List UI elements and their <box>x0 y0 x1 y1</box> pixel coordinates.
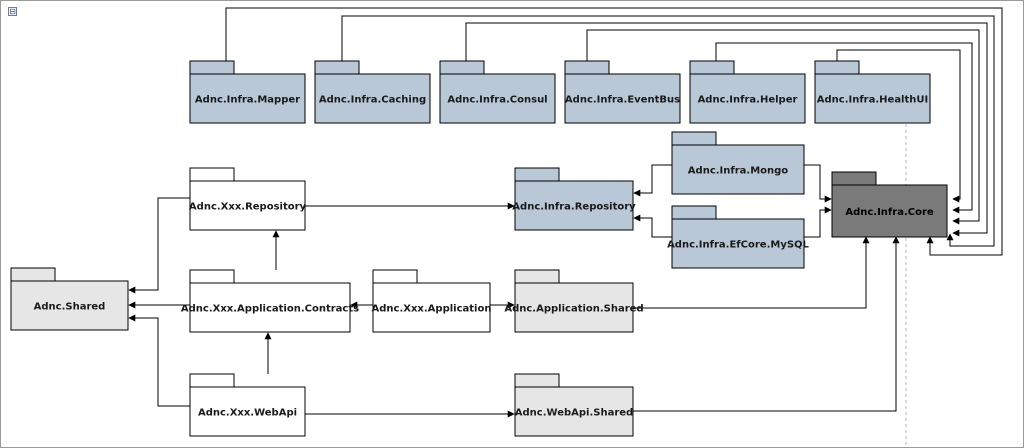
edge-healthui-core <box>836 49 961 203</box>
package-label: Adnc.WebApi.Shared <box>515 408 633 419</box>
package-label: Adnc.Infra.Helper <box>698 95 798 106</box>
package-label: Adnc.Infra.Mapper <box>195 95 300 106</box>
package-tab <box>831 171 877 186</box>
edge-webapi-shared <box>128 314 190 407</box>
package-efcore[interactable]: Adnc.Infra.EfCore.MySQL <box>667 205 810 269</box>
package-body <box>671 144 805 195</box>
connectors-top <box>225 7 1003 256</box>
edge-efcore-core <box>804 206 832 238</box>
edge-mongo-repository <box>633 164 672 197</box>
package-mongo[interactable]: Adnc.Infra.Mongo <box>671 131 805 195</box>
package-tab <box>564 60 610 75</box>
package-shared[interactable]: Adnc.Shared <box>10 267 129 331</box>
edge-eventbus-core <box>586 29 980 225</box>
package-body <box>189 73 306 124</box>
package-tab <box>189 60 235 75</box>
collapse-toggle-icon[interactable]: ⊟ <box>8 7 17 16</box>
package-tab <box>671 205 717 220</box>
package-body <box>671 218 805 269</box>
package-webapi-shared[interactable]: Adnc.WebApi.Shared <box>514 373 634 437</box>
package-label: Adnc.Xxx.WebApi <box>198 408 297 419</box>
package-helper[interactable]: Adnc.Infra.Helper <box>689 60 806 124</box>
package-body <box>514 282 634 333</box>
package-label: Adnc.Infra.Consul <box>447 95 547 106</box>
package-body <box>514 180 634 231</box>
package-tab <box>372 269 418 284</box>
edge-helper-core <box>715 42 973 214</box>
package-label: Adnc.Infra.Repository <box>512 202 636 213</box>
edge-consul-core <box>465 22 988 237</box>
package-label: Adnc.Infra.EfCore.MySQL <box>667 240 809 251</box>
package-body <box>814 73 931 124</box>
package-webapi[interactable]: Adnc.Xxx.WebApi <box>189 373 306 437</box>
package-tab <box>189 269 235 284</box>
edge-caching-core <box>341 15 995 247</box>
package-healthui[interactable]: Adnc.Infra.HealthUI <box>814 60 931 124</box>
edge-xxxrepo-shared <box>128 197 190 294</box>
package-label: Adnc.Infra.EventBus <box>565 95 680 106</box>
package-consul[interactable]: Adnc.Infra.Consul <box>439 60 556 124</box>
package-tab <box>189 167 235 182</box>
package-mapper[interactable]: Adnc.Infra.Mapper <box>189 60 306 124</box>
edge-webapishared-core <box>633 236 900 412</box>
package-label: Adnc.Shared <box>34 302 106 313</box>
package-label: Adnc.Infra.Caching <box>319 95 426 106</box>
package-contracts[interactable]: Adnc.Xxx.Application.Contracts <box>181 269 359 333</box>
connectors-middle <box>128 164 900 418</box>
package-body <box>189 282 351 333</box>
package-tab <box>814 60 860 75</box>
package-tab <box>314 60 360 75</box>
package-body <box>189 180 306 231</box>
package-label: Adnc.Infra.HealthUI <box>817 95 928 106</box>
package-tab <box>189 373 235 388</box>
package-body <box>439 73 556 124</box>
package-tab <box>10 267 56 282</box>
package-xxx-repository[interactable]: Adnc.Xxx.Repository <box>189 167 307 231</box>
package-body <box>10 280 129 331</box>
package-label: Adnc.Xxx.Repository <box>189 202 307 213</box>
package-body <box>189 386 306 437</box>
package-tab <box>671 131 717 146</box>
package-tab <box>689 60 735 75</box>
package-tab <box>439 60 485 75</box>
package-caching[interactable]: Adnc.Infra.Caching <box>314 60 431 124</box>
edge-efcore-repository <box>633 214 672 238</box>
package-application[interactable]: Adnc.Xxx.Application <box>372 269 492 333</box>
package-body <box>831 184 948 238</box>
package-tab <box>514 373 560 388</box>
package-eventbus[interactable]: Adnc.Infra.EventBus <box>564 60 681 124</box>
package-label: Adnc.Xxx.Application <box>372 304 492 315</box>
package-body <box>372 282 491 333</box>
package-body <box>689 73 806 124</box>
package-label: Adnc.Infra.Mongo <box>688 166 789 177</box>
package-app-shared[interactable]: Adnc.Application.Shared <box>504 269 644 333</box>
package-label: Adnc.Infra.Core <box>845 207 934 218</box>
package-repository[interactable]: Adnc.Infra.Repository <box>512 167 636 231</box>
package-tab <box>514 167 560 182</box>
package-body <box>564 73 681 124</box>
package-label: Adnc.Xxx.Application.Contracts <box>181 304 359 315</box>
package-body <box>514 386 634 437</box>
package-tab <box>514 269 560 284</box>
package-core[interactable]: Adnc.Infra.Core <box>831 171 948 238</box>
edge-appshared-core <box>633 236 870 309</box>
package-body <box>314 73 431 124</box>
edge-mongo-core <box>804 164 832 203</box>
edge-mapper-core <box>225 7 1003 256</box>
package-label: Adnc.Application.Shared <box>504 304 643 315</box>
